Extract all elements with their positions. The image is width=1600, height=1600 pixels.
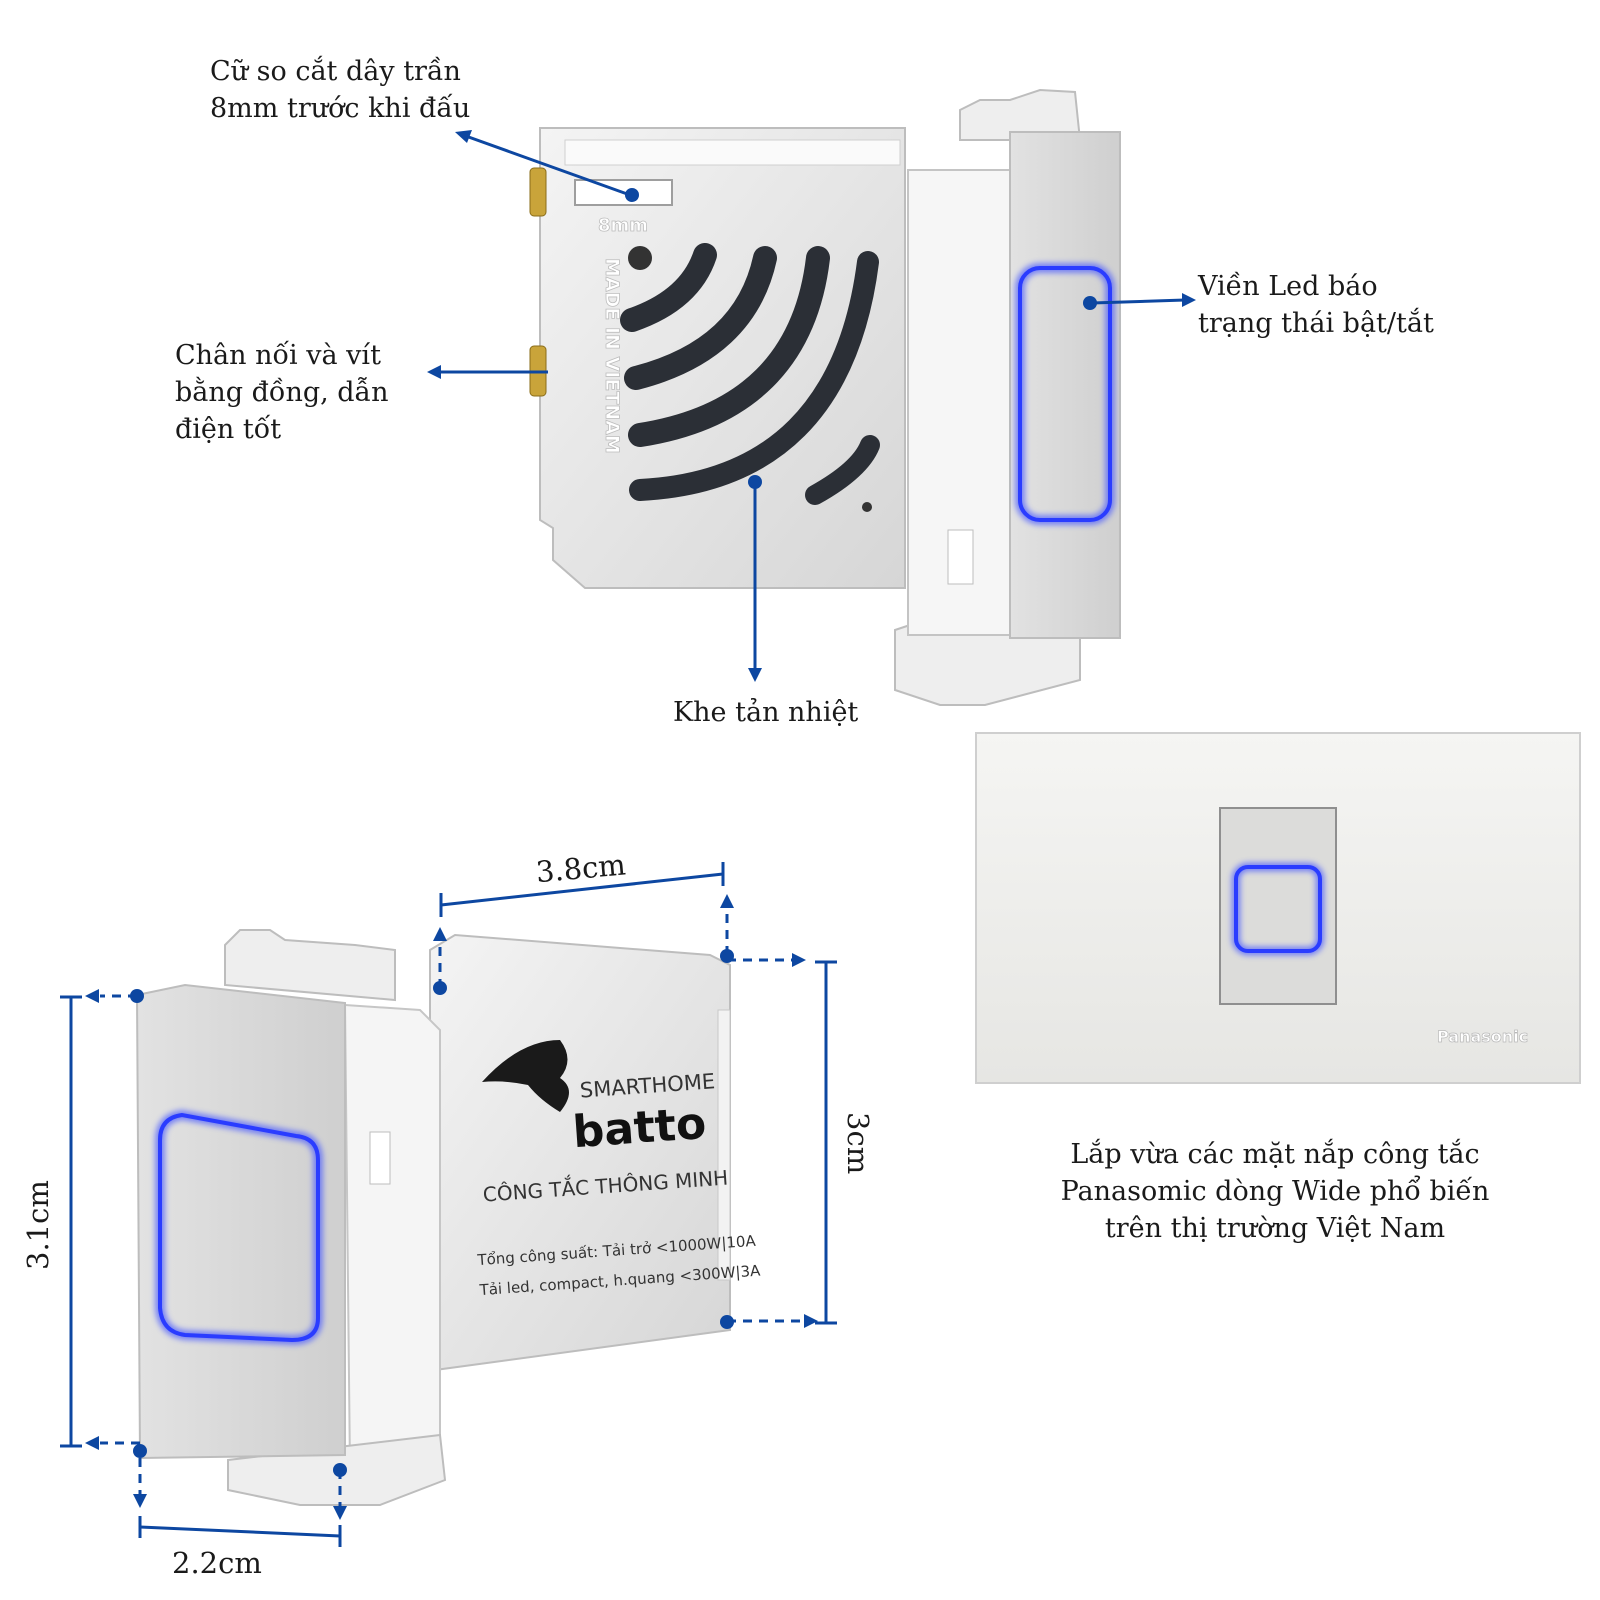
dim-depth-label: 3.8cm xyxy=(535,848,627,890)
dimension-labels: 3.8cm 3.1cm 3cm 2.2cm xyxy=(21,848,875,1580)
gauge-mark: 8mm xyxy=(598,215,648,236)
dim-front-height-label: 3.1cm xyxy=(21,1180,55,1270)
compatibility-note: Lắp vừa các mặt nắp công tắc Panasomic d… xyxy=(1060,1139,1490,1244)
dim-body-height-label: 3cm xyxy=(841,1112,875,1174)
plate-led-ring xyxy=(1234,865,1322,953)
module-side-view: 8mm MADE IN VIETNAM xyxy=(529,88,1121,706)
led-ring-callout: Viền Led báo trạng thái bật/tắt xyxy=(1198,271,1434,339)
brass-terminal xyxy=(529,167,547,397)
brand-name: batto xyxy=(571,1098,708,1158)
bat-logo xyxy=(482,1040,569,1112)
dim-width-label: 2.2cm xyxy=(172,1546,262,1580)
wall-plate: Panasonic xyxy=(975,732,1581,1084)
led-ring xyxy=(1018,266,1112,522)
module-dimension-view: SMARTHOME batto CÔNG TẮC THÔNG MINH Tổng… xyxy=(135,929,762,1506)
callout-arrows xyxy=(427,130,1196,682)
screw-hole xyxy=(628,246,652,270)
plate-brand-logo: Panasonic xyxy=(1437,1027,1528,1046)
led-ring xyxy=(158,1112,320,1343)
heat-vents-callout: Khe tản nhiệt xyxy=(673,697,859,728)
strip-gauge-callout: Cữ so cắt dây trần 8mm trước khi đấu xyxy=(210,56,471,124)
terminals-callout: Chân nối và vít bằng đồng, dẫn điện tốt xyxy=(175,340,389,445)
strip-gauge-slot xyxy=(574,179,673,206)
dimension-lines xyxy=(60,862,837,1547)
heat-vents xyxy=(620,243,880,505)
front-face xyxy=(1009,131,1121,639)
origin-mark: MADE IN VIETNAM xyxy=(601,258,623,454)
